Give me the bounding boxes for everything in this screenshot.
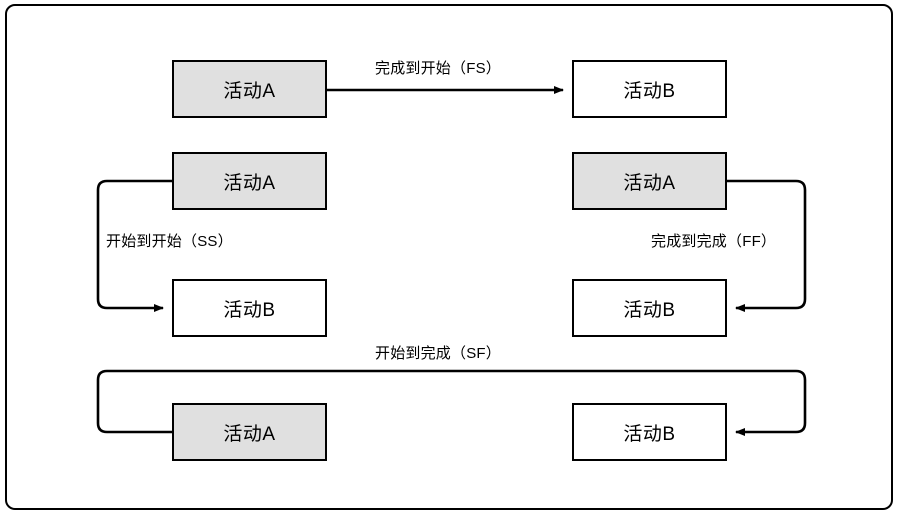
diagram-outer-frame — [5, 4, 893, 510]
node-label: 活动B — [623, 423, 676, 445]
node-label: 活动B — [223, 299, 276, 321]
node-fs-activity-a[interactable]: 活动A — [172, 60, 327, 118]
node-label: 活动B — [623, 80, 676, 102]
node-ss-activity-b[interactable]: 活动B — [172, 279, 327, 337]
node-sf-activity-a[interactable]: 活动A — [172, 403, 327, 461]
edge-label-ff: 完成到完成（FF） — [651, 233, 777, 250]
node-ff-activity-b[interactable]: 活动B — [572, 279, 727, 337]
node-sf-activity-b[interactable]: 活动B — [572, 403, 727, 461]
node-label: 活动A — [623, 172, 676, 194]
node-label: 活动A — [223, 80, 276, 102]
connector-ff — [727, 179, 807, 312]
edge-label-ss: 开始到开始（SS） — [106, 233, 233, 250]
node-label: 活动B — [623, 299, 676, 321]
node-label: 活动A — [223, 423, 276, 445]
node-fs-activity-b[interactable]: 活动B — [572, 60, 727, 118]
node-ff-activity-a[interactable]: 活动A — [572, 152, 727, 210]
connector-sf — [96, 369, 807, 436]
edge-label-sf: 开始到完成（SF） — [375, 345, 501, 362]
node-ss-activity-a[interactable]: 活动A — [172, 152, 327, 210]
connector-ss — [96, 179, 172, 312]
edge-label-fs: 完成到开始（FS） — [375, 60, 501, 77]
node-label: 活动A — [223, 172, 276, 194]
